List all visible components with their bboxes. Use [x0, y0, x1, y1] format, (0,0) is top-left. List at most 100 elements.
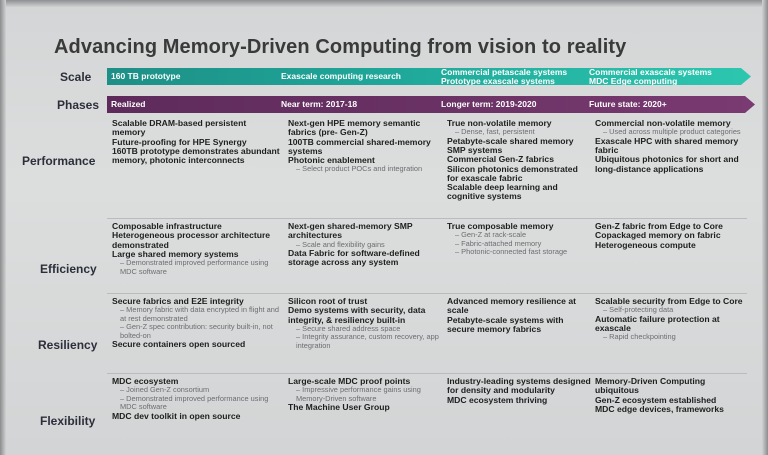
bullet-item: Large-scale MDC proof points: [288, 377, 411, 386]
phase-segment-label: Near term: 2017-18: [281, 99, 358, 110]
sub-bullet: Photonic-connected fast storage: [447, 247, 591, 256]
scale-segment-label: Commercial petascale systems: [441, 67, 568, 77]
performance-cell: True non-volatile memoryDense, fast, per…: [447, 119, 591, 217]
bullet-item: True composable memory: [447, 222, 554, 231]
bullet-item: Composable infrastructure: [112, 222, 222, 231]
resiliency-cell: Scalable security from Edge to CoreSelf-…: [595, 297, 745, 372]
bullet-item: 160TB prototype demonstrates abundant me…: [112, 145, 280, 166]
sub-bullet: Joined Gen-Z consortium: [112, 385, 282, 394]
phase-segment-label: Realized: [111, 99, 146, 110]
bullet-item: Gen-Z ecosystem established: [595, 394, 717, 405]
bullet-item: MDC dev toolkit in open source: [112, 410, 241, 421]
bullet-item: MDC ecosystem thriving: [447, 394, 548, 405]
sub-bullet: Secure shared address space: [288, 324, 444, 333]
bullet-item: The Machine User Group: [288, 402, 390, 413]
screen-bezel-left: [0, 0, 6, 455]
bullet-item: MDC edge devices, frameworks: [595, 403, 724, 414]
sub-bullet: Memory fabric with data encrypted in fli…: [112, 306, 282, 323]
bullet-item: Petabyte-scale systems with secure memor…: [447, 314, 564, 334]
sub-bullet: Used across multiple product categories: [595, 127, 745, 136]
bullet-item: Memory-Driven Computing ubiquitous: [595, 377, 706, 396]
sub-bullet: Demonstrated improved performance using …: [112, 394, 282, 412]
sub-bullet: Dense, fast, persistent: [447, 127, 591, 136]
phase-segment: Longer term: 2019-2020: [437, 96, 585, 113]
bullet-item: Ubiquitous photonics for short and long-…: [595, 154, 739, 174]
phase-segment: Near term: 2017-18: [277, 96, 437, 113]
sub-bullet: Gen-Z spec contribution: security built-…: [112, 322, 282, 340]
bullet-item: Commercial Gen-Z fabrics: [447, 154, 554, 165]
bullet-item: Copackaged memory on fabric: [595, 230, 721, 241]
bullet-item: Exascale HPC with shared memory fabric: [595, 135, 739, 155]
scale-segment-label: Prototype exascale systems: [441, 75, 555, 86]
row-label-performance: Performance: [22, 154, 96, 168]
scale-segment-label: Commercial exascale systems: [589, 67, 712, 77]
row-label-flexibility: Flexibility: [40, 414, 96, 428]
bullet-item: Petabyte-scale shared memory SMP systems: [447, 135, 574, 155]
section-divider: [107, 373, 747, 374]
row-label-scale: Scale: [60, 70, 92, 84]
scale-arrow-bar: 160 TB prototype Exascale computing resea…: [107, 68, 751, 85]
flexibility-cell: MDC ecosystemJoined Gen-Z consortiumDemo…: [112, 377, 282, 455]
bullet-item: MDC ecosystem: [112, 377, 179, 386]
row-label-phases: Phases: [57, 98, 100, 112]
sub-bullet: Self-protecting data: [595, 305, 745, 314]
bullet-item: Industry-leading systems designed for de…: [447, 377, 591, 396]
flexibility-cell: Industry-leading systems designed for de…: [447, 377, 591, 455]
bullet-item: Next-gen HPE memory semantic fabrics (pr…: [288, 119, 421, 138]
bullet-item: Future-proofing for HPE Synergy: [112, 136, 247, 147]
section-divider: [107, 293, 747, 294]
efficiency-cell: True composable memoryGen-Z at rack-scal…: [447, 222, 591, 292]
bullet-item: Data Fabric for software-defined storage…: [288, 248, 420, 268]
sub-bullet: Demonstrated improved performance using …: [112, 259, 282, 276]
flexibility-cell: Large-scale MDC proof pointsImpressive p…: [288, 377, 444, 455]
section-divider: [107, 218, 747, 219]
bullet-item: Commercial non-volatile memory: [595, 119, 731, 128]
bullet-item: Demo systems with security, data integri…: [288, 305, 426, 325]
scale-segment: 160 TB prototype: [107, 68, 277, 85]
phase-segment: Realized: [107, 96, 277, 113]
bullet-item: Secure containers open sourced: [112, 338, 246, 349]
row-label-efficiency: Efficiency: [40, 262, 97, 276]
row-label-resiliency: Resiliency: [38, 338, 98, 352]
bullet-item: Advanced memory resilience at scale: [447, 297, 576, 316]
scale-segment-label: 160 TB prototype: [111, 71, 181, 82]
performance-cell: Commercial non-volatile memoryUsed acros…: [595, 119, 745, 217]
bullet-item: True non-volatile memory: [447, 119, 552, 128]
sub-bullet: Scale and flexibility gains: [288, 240, 444, 249]
sub-bullet: Select product POCs and integration: [288, 165, 444, 174]
bullet-item: Automatic failure protection at exascale: [595, 313, 720, 333]
bullet-item: Gen-Z fabric from Edge to Core: [595, 222, 723, 231]
screen-bezel-top: [0, 0, 768, 7]
resiliency-cell: Secure fabrics and E2E integrityMemory f…: [112, 297, 282, 372]
scale-segment-label: Exascale computing research: [281, 71, 402, 82]
sub-bullet: Integrity assurance, custom recovery, ap…: [288, 333, 444, 350]
bullet-item: Photonic enablement: [288, 155, 375, 166]
bullet-item: Heterogeneous compute: [595, 239, 696, 250]
phase-segment-label: Future state: 2020+: [589, 99, 667, 110]
bullet-item: Next-gen shared-memory SMP architectures: [288, 222, 413, 241]
bullet-item: Heterogeneous processor architecture dem…: [112, 230, 271, 250]
efficiency-cell: Next-gen shared-memory SMP architectures…: [288, 222, 444, 292]
slide-title: Advancing Memory-Driven Computing from v…: [54, 36, 627, 58]
performance-cell: Next-gen HPE memory semantic fabrics (pr…: [288, 119, 444, 217]
sub-bullet: Gen-Z at rack-scale: [447, 230, 591, 239]
bullet-item: 100TB commercial shared-memory systems: [288, 136, 431, 156]
bullet-item: Scalable DRAM-based persistent memory: [112, 119, 247, 138]
bullet-item: Large shared memory systems: [112, 248, 239, 259]
phase-segment-label: Longer term: 2019-2020: [441, 99, 537, 110]
sub-bullet: Fabric-attached memory: [447, 239, 591, 248]
screen-bezel-right: [762, 0, 768, 455]
phases-arrow-bar: Realized Near term: 2017-18 Longer term: 2…: [107, 96, 755, 113]
bullet-item: Scalable deep learning and cognitive sys…: [447, 182, 558, 202]
scale-segment-label: MDC Edge computing: [589, 75, 678, 86]
phase-segment: Future state: 2020+: [585, 96, 755, 113]
